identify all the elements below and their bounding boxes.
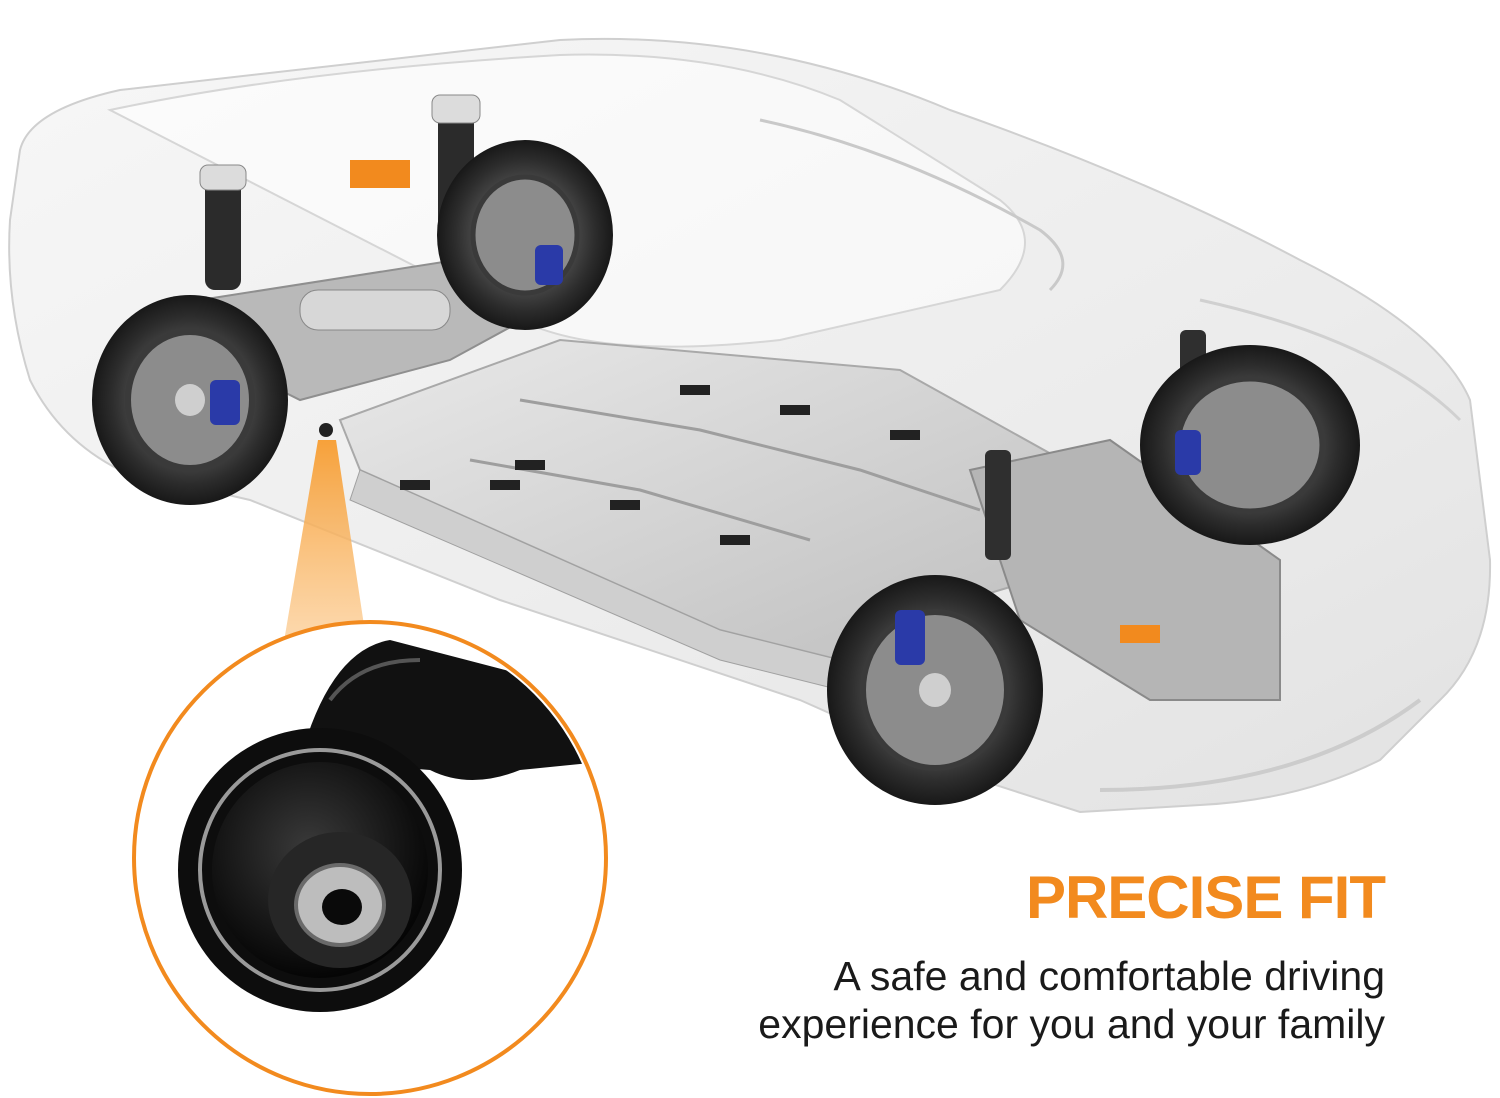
rear-right-wheel [437,140,613,330]
tagline-line-1: A safe and comfortable driving [833,953,1385,999]
callout-beam [280,440,370,665]
front-right-wheel [1140,345,1360,545]
front-left-wheel [827,575,1043,805]
rear-left-wheel [92,295,288,505]
headline: PRECISE FIT [1025,864,1386,931]
callout-anchor [319,423,333,437]
tagline: A safe and comfortable driving experienc… [758,952,1385,1048]
bushing-closeup-callout [132,620,608,1096]
tagline-line-2: experience for you and your family [758,1001,1385,1047]
